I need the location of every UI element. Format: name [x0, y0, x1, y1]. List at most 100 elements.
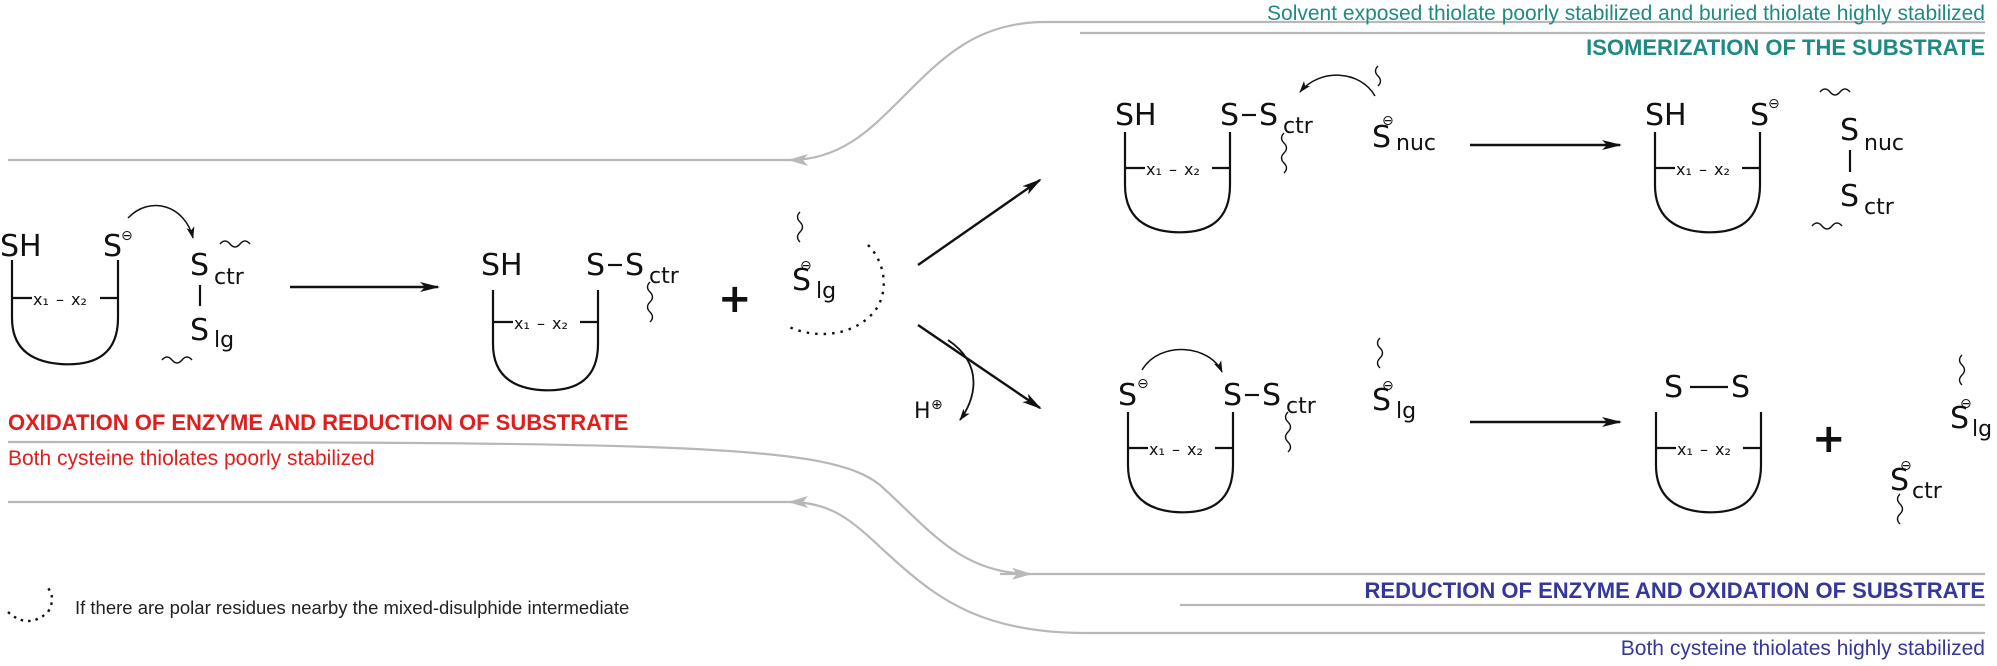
- oxidation-description: Both cysteine thiolates poorly stabilize…: [8, 447, 375, 470]
- substrate-s-ctr: S: [190, 248, 209, 283]
- mixed-disulphide-intermediate: x₁ – x₂ SH S S ctr: [481, 248, 680, 392]
- isomerization-description: Solvent exposed thiolate poorly stabiliz…: [1267, 2, 1985, 25]
- substrate-s-ctr: S: [1840, 179, 1859, 214]
- wavy-bond: [1284, 411, 1292, 453]
- negative-charge: ⊖: [1382, 378, 1394, 394]
- enzyme-reduced-reactant: x₁ – x₂ SH S ⊖ S ctr S lg: [0, 204, 251, 366]
- enzyme-ring: [10, 260, 120, 366]
- wavy-bond: [1819, 88, 1851, 96]
- positive-charge: ⊕: [931, 397, 943, 413]
- substrate-s-nuc: S: [1840, 113, 1859, 148]
- legend-note: If there are polar residues nearby the m…: [75, 597, 629, 618]
- nucleophile-s: S: [1372, 120, 1391, 155]
- leaving-group-thiolate: S ⊖ lg: [784, 211, 885, 336]
- bond-dash: –: [1700, 440, 1708, 459]
- negative-charge: ⊖: [1137, 376, 1149, 392]
- negative-charge: ⊖: [121, 228, 133, 244]
- bond-dash: –: [1172, 440, 1180, 459]
- thiol-sh: SH: [0, 229, 42, 264]
- negative-charge: ⊖: [1960, 396, 1972, 412]
- isomerization-reactant: x₁ – x₂ SH S S ctr S ⊖ nuc: [1115, 65, 1436, 234]
- thiolate-s-ctr: S: [1890, 463, 1909, 498]
- substrate-s-ctr: S: [1259, 98, 1278, 133]
- residue-x1: x₁: [1146, 160, 1162, 179]
- enzyme-s: S: [586, 248, 605, 283]
- thiolate-s-lg: S: [1372, 383, 1391, 418]
- residue-x2: x₂: [552, 314, 568, 333]
- enzyme-ring: [1654, 412, 1763, 514]
- ctr-subscript: ctr: [1286, 394, 1317, 419]
- negative-charge: ⊖: [1382, 113, 1394, 129]
- disulphide-s1: S: [1664, 370, 1683, 405]
- residue-x1: x₁: [1676, 160, 1692, 179]
- enzyme-ring: [491, 290, 600, 392]
- plus-sign: +: [718, 276, 752, 322]
- enzyme-s: S: [1223, 378, 1242, 413]
- isomerization-title: ISOMERIZATION OF THE SUBSTRATE: [1586, 35, 1985, 60]
- residue-x1: x₁: [514, 314, 530, 333]
- dotted-arc-legend-icon: [7, 587, 54, 623]
- disulphide-s2: S: [1731, 370, 1750, 405]
- wavy-bond: [1376, 337, 1384, 369]
- bond-dash: –: [537, 314, 545, 333]
- ctr-subscript: ctr: [1283, 114, 1314, 139]
- negative-charge: ⊖: [800, 258, 812, 274]
- thiol-sh: SH: [1645, 98, 1687, 133]
- enzyme-ring: [1126, 412, 1235, 514]
- residue-x1: x₁: [1149, 440, 1165, 459]
- wavy-bond: [1896, 493, 1904, 525]
- thiolate-s: S: [1118, 378, 1137, 413]
- branch-arrow-reduction: [917, 324, 1042, 410]
- lg-subscript: lg: [214, 328, 234, 353]
- curved-attack-arrow: [1141, 348, 1223, 373]
- wavy-bond: [1958, 354, 1966, 386]
- residue-x2: x₂: [1715, 440, 1731, 459]
- residue-x1: x₁: [1677, 440, 1693, 459]
- bond-dash: –: [56, 290, 64, 309]
- substrate-s-ctr: S: [625, 248, 644, 283]
- curved-attack-arrow: [1299, 74, 1376, 97]
- wavy-bond: [1280, 132, 1288, 174]
- wavy-bond: [161, 356, 193, 364]
- reduction-product: x₁ – x₂ S S: [1654, 370, 1763, 514]
- residue-x2: x₂: [1714, 160, 1730, 179]
- residue-x1: x₁: [33, 290, 49, 309]
- guide-arrow-to-reduction: [7, 440, 1032, 580]
- lg-subscript: lg: [1396, 399, 1416, 424]
- thiol-sh: SH: [481, 248, 523, 283]
- substrate-thiolate-products: S ⊖ lg S ⊖ ctr: [1890, 354, 1992, 525]
- ctr-subscript: ctr: [1864, 195, 1895, 220]
- substrate-s-ctr: S: [1262, 378, 1281, 413]
- nuc-subscript: nuc: [1396, 131, 1436, 156]
- negative-charge: ⊖: [1900, 458, 1912, 474]
- wavy-bond: [1811, 222, 1843, 230]
- thiolate-s-lg: S: [792, 263, 811, 298]
- substrate-s-lg: S: [190, 313, 209, 348]
- guide-arrow-to-bottom: [788, 496, 1985, 635]
- residue-x2: x₂: [1184, 160, 1200, 179]
- proton-release-arrow: [947, 339, 975, 421]
- guide-arrow-to-top: [788, 20, 1985, 166]
- negative-charge: ⊖: [1768, 96, 1780, 112]
- residue-x2: x₂: [71, 290, 87, 309]
- reduction-title: REDUCTION OF ENZYME AND OXIDATION OF SUB…: [1365, 578, 1985, 603]
- oxidation-title: OXIDATION OF ENZYME AND REDUCTION OF SUB…: [8, 410, 628, 435]
- thiolate-s: S: [1750, 98, 1769, 133]
- thiolate-s: S: [103, 229, 122, 264]
- wavy-bond: [219, 240, 251, 248]
- wavy-bond: [1374, 65, 1382, 87]
- enzyme-s: S: [1220, 98, 1239, 133]
- thiolate-s-lg: S: [1950, 401, 1969, 436]
- enzyme-ring: [1123, 132, 1232, 234]
- reduction-description: Both cysteine thiolates highly stabilize…: [1621, 637, 1985, 660]
- enzyme-ring: [1653, 132, 1762, 234]
- guide-lines: [7, 20, 1985, 635]
- wavy-bond: [646, 281, 654, 323]
- plus-sign: +: [1812, 416, 1846, 462]
- ctr-subscript: ctr: [1912, 479, 1943, 504]
- reduction-reactant: x₁ – x₂ S ⊖ S S ctr S ⊖ lg: [1118, 337, 1416, 514]
- curved-attack-arrow: [127, 204, 195, 239]
- wavy-bond: [796, 211, 804, 243]
- proton-h: H: [914, 399, 931, 424]
